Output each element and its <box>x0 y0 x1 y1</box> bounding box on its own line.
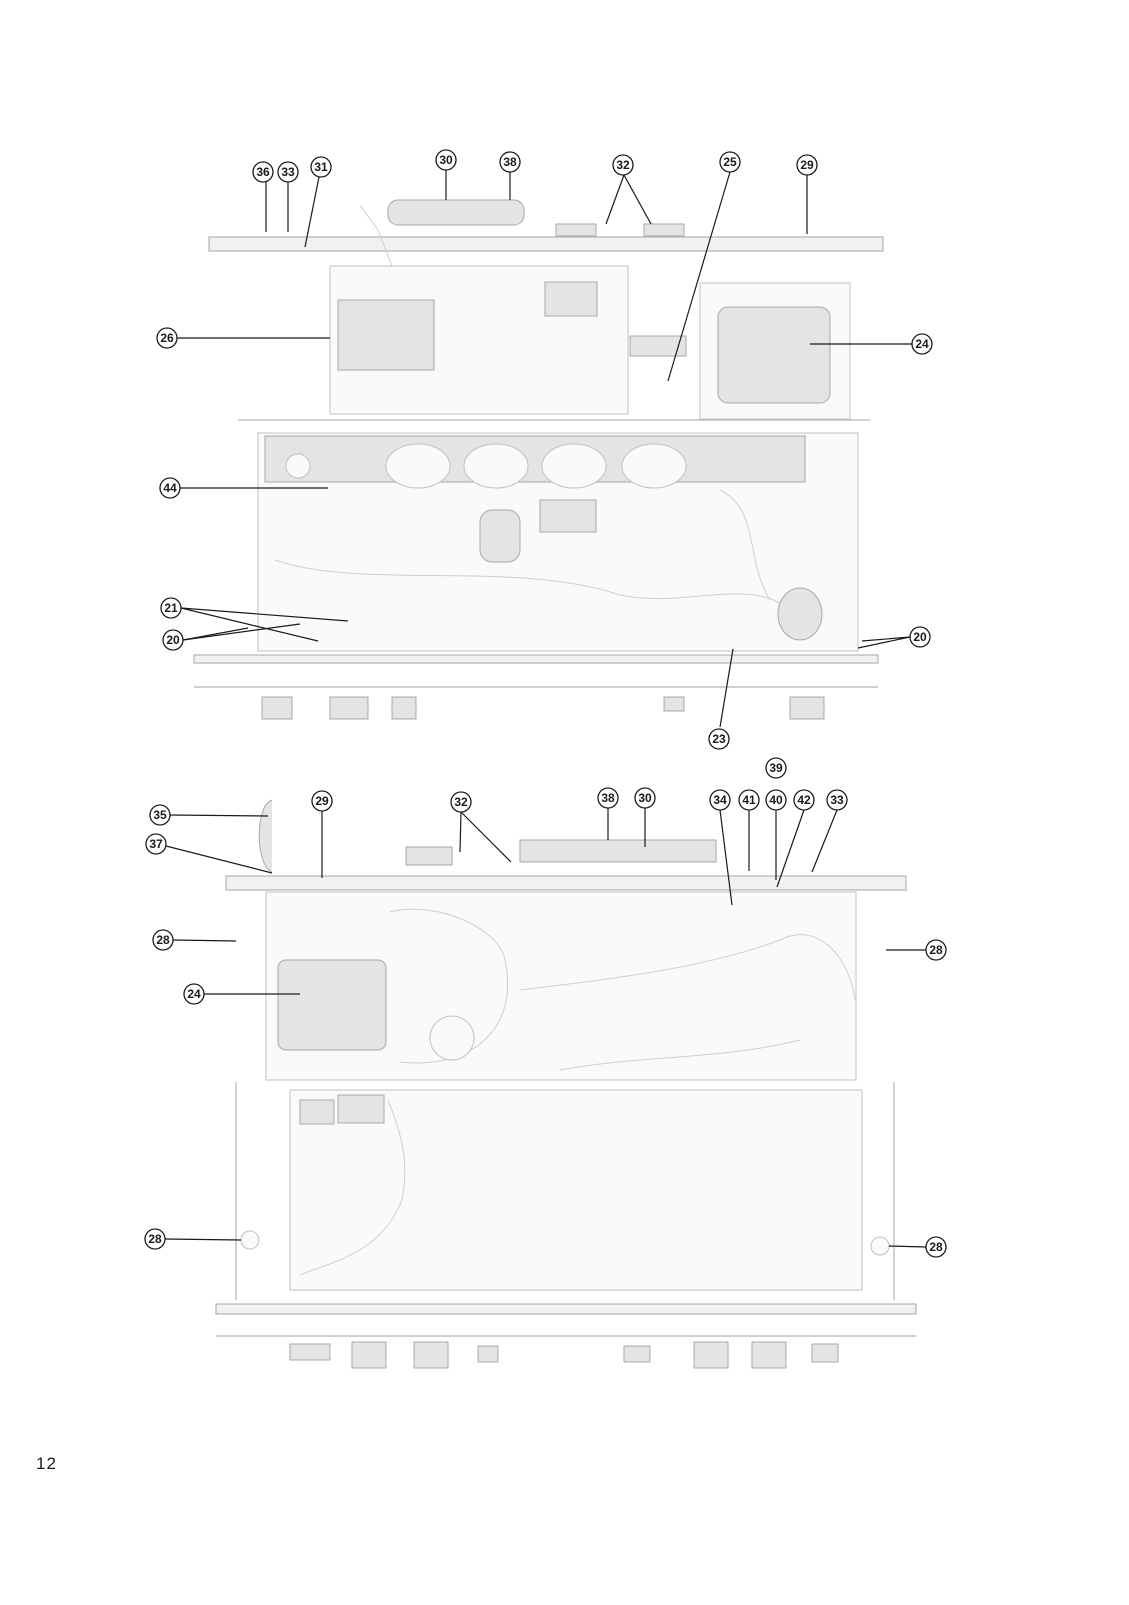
svg-text:24: 24 <box>915 337 929 351</box>
svg-text:25: 25 <box>723 155 737 169</box>
svg-text:24: 24 <box>187 987 201 1001</box>
callout-38: 38 <box>597 787 619 809</box>
callout-24: 24 <box>183 983 205 1005</box>
bottom-view-chassis <box>215 799 917 1369</box>
callout-20: 20 <box>162 629 184 651</box>
svg-text:32: 32 <box>454 795 468 809</box>
svg-text:30: 30 <box>638 791 652 805</box>
callout-34: 34 <box>709 789 731 811</box>
svg-text:28: 28 <box>929 1240 943 1254</box>
svg-text:29: 29 <box>315 794 329 808</box>
svg-text:30: 30 <box>439 153 453 167</box>
callout-24: 24 <box>911 333 933 355</box>
svg-text:34: 34 <box>713 793 727 807</box>
bottom-view-leaders <box>164 808 927 1248</box>
callout-33: 33 <box>826 789 848 811</box>
callout-37: 37 <box>145 833 167 855</box>
callout-30: 30 <box>435 149 457 171</box>
callout-36: 36 <box>252 161 274 183</box>
callout-23: 23 <box>708 728 730 750</box>
svg-text:23: 23 <box>712 732 726 746</box>
svg-text:36: 36 <box>256 165 270 179</box>
top-view-chassis <box>193 199 884 720</box>
svg-text:38: 38 <box>503 155 517 169</box>
top-view-callouts: 36 33 31 30 38 32 25 29 26 24 44 21 20 2… <box>156 149 933 750</box>
callout-38: 38 <box>499 151 521 173</box>
callout-44: 44 <box>159 477 181 499</box>
svg-text:41: 41 <box>742 793 756 807</box>
callout-28: 28 <box>925 1236 947 1258</box>
callout-35: 35 <box>149 804 171 826</box>
page-number: 12 <box>36 1454 57 1473</box>
top-view-leaders <box>177 170 912 728</box>
callout-40: 40 <box>765 789 787 811</box>
svg-text:20: 20 <box>913 630 927 644</box>
svg-text:42: 42 <box>797 793 811 807</box>
svg-text:40: 40 <box>769 793 783 807</box>
svg-text:29: 29 <box>800 158 814 172</box>
callout-25: 25 <box>719 151 741 173</box>
svg-text:38: 38 <box>601 791 615 805</box>
callout-33: 33 <box>277 161 299 183</box>
svg-text:26: 26 <box>160 331 174 345</box>
callout-28: 28 <box>152 929 174 951</box>
callout-29: 29 <box>796 154 818 176</box>
svg-text:35: 35 <box>153 808 167 822</box>
callout-31: 31 <box>310 156 332 178</box>
svg-text:32: 32 <box>616 158 630 172</box>
svg-text:39: 39 <box>769 761 783 775</box>
svg-text:21: 21 <box>164 601 178 615</box>
callout-32: 32 <box>612 154 634 176</box>
callout-26: 26 <box>156 327 178 349</box>
svg-text:28: 28 <box>148 1232 162 1246</box>
svg-text:33: 33 <box>281 165 295 179</box>
callout-42: 42 <box>793 789 815 811</box>
svg-text:28: 28 <box>156 933 170 947</box>
callout-20: 20 <box>909 626 931 648</box>
callout-32: 32 <box>450 791 472 813</box>
callout-28: 28 <box>925 939 947 961</box>
callout-21: 21 <box>160 597 182 619</box>
callout-28: 28 <box>144 1228 166 1250</box>
svg-text:20: 20 <box>166 633 180 647</box>
callout-30: 30 <box>634 787 656 809</box>
callout-41: 41 <box>738 789 760 811</box>
svg-text:44: 44 <box>163 481 177 495</box>
bottom-view-callouts: 39 35 29 32 38 30 34 41 40 42 33 37 28 2… <box>144 757 947 1258</box>
callout-29: 29 <box>311 790 333 812</box>
callout-39: 39 <box>765 757 787 779</box>
svg-text:37: 37 <box>149 837 163 851</box>
svg-text:28: 28 <box>929 943 943 957</box>
svg-text:31: 31 <box>314 160 328 174</box>
svg-text:33: 33 <box>830 793 844 807</box>
